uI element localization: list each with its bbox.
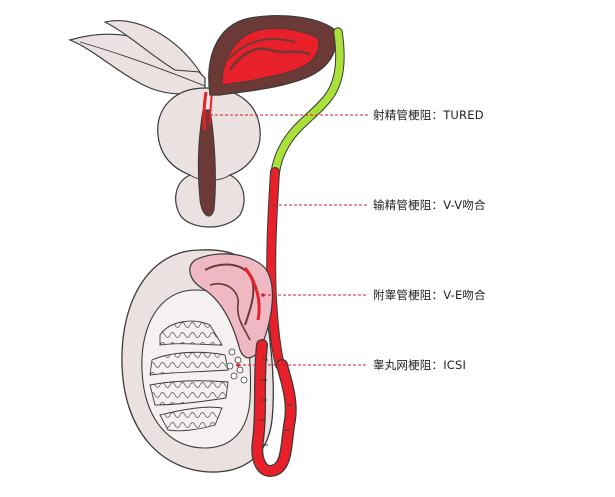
urethra [197, 109, 216, 217]
left-seminal-vesicle-upper [103, 20, 202, 73]
label-ejaculatory-duct: 射精管梗阻：TURED [373, 108, 484, 122]
leader-lines [205, 114, 368, 366]
label-vas-deferens: 输精管梗阻：V-V吻合 [373, 198, 486, 212]
label-rete-testis: 睾丸网梗阻：ICSI [373, 358, 467, 372]
right-seminal-vesicle [208, 15, 337, 96]
rete-testis-circles [226, 348, 248, 384]
leader-dots [203, 113, 276, 367]
label-epididymis: 附睾管梗阻：V-E吻合 [373, 288, 486, 302]
epididymis [189, 253, 274, 359]
